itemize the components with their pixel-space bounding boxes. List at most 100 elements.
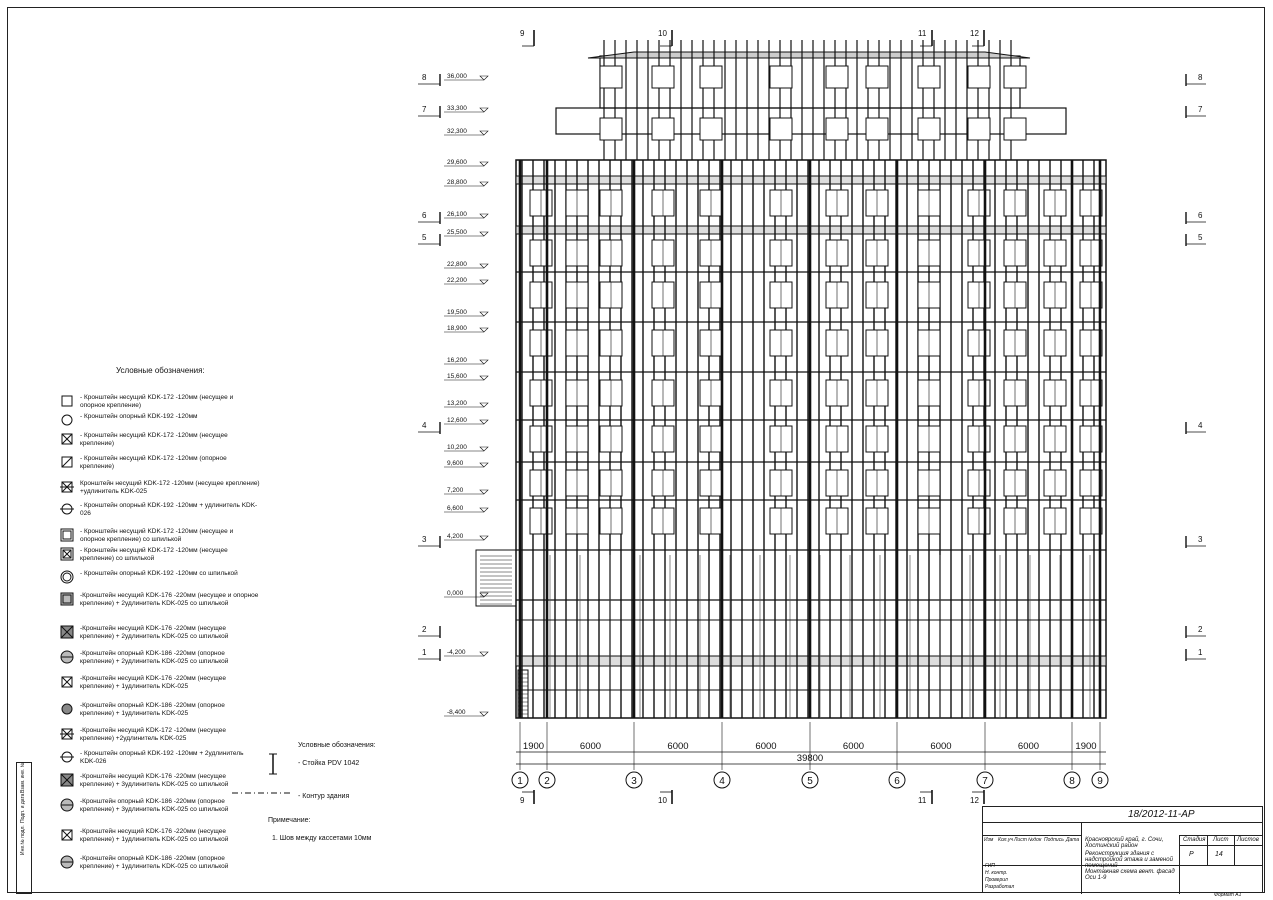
square-icon bbox=[60, 394, 74, 408]
elevation-triangle bbox=[479, 489, 489, 495]
legend-item-text: -Кронштейн несущий KDK-172 -120мм (несущ… bbox=[80, 727, 226, 742]
legend-item: -Кронштейн несущий KDK-176 -220мм (несущ… bbox=[60, 625, 260, 641]
axis-label: 8 bbox=[1069, 776, 1075, 787]
elevation-triangle bbox=[479, 75, 489, 81]
axis-label: 5 bbox=[807, 776, 813, 787]
tb-stage: Р bbox=[1189, 851, 1194, 858]
window bbox=[967, 117, 991, 141]
post-icon bbox=[269, 753, 277, 775]
span-dimension: 6000 bbox=[843, 741, 864, 752]
legend-item: -Кронштейн опорный KDK-186 -220мм (опорн… bbox=[60, 798, 260, 814]
format-label: Формат А1 bbox=[1214, 892, 1242, 898]
axis-label: 7 bbox=[982, 776, 988, 787]
axis-bubble bbox=[888, 771, 906, 789]
elevation-triangle bbox=[479, 181, 489, 187]
legend-item: Кронштейн несущий KDK-172 -120мм (несуще… bbox=[60, 480, 260, 496]
span-dimension: 6000 bbox=[755, 741, 776, 752]
legend-item-text: -Кронштейн опорный KDK-186 -220мм (опорн… bbox=[80, 650, 229, 665]
window bbox=[967, 65, 991, 89]
legend-title: Условные обозначения: bbox=[116, 366, 205, 375]
note-title: Примечание: bbox=[268, 817, 311, 824]
level-mark-left: 6 bbox=[422, 211, 427, 220]
window bbox=[825, 117, 849, 141]
axis-bubble bbox=[976, 771, 994, 789]
legend-item-text: - Кронштейн несущий KDK-172 -120мм (несу… bbox=[80, 432, 228, 447]
hatched-square-x-icon bbox=[60, 773, 74, 787]
legend-item-text: - Кронштейн несущий KDK-172 -120мм (опор… bbox=[80, 455, 227, 470]
span-dimension: 1900 bbox=[1075, 741, 1096, 752]
section-mark-top: 9 bbox=[520, 29, 525, 38]
elevation-label: 12,600 bbox=[447, 417, 467, 424]
tb-sheet: 14 bbox=[1215, 851, 1223, 858]
axis-label: 6 bbox=[894, 776, 900, 787]
drawing-code: 18/2012-11-АР bbox=[1128, 809, 1195, 820]
tb-header-cell: №док bbox=[1028, 837, 1042, 843]
entrance-canopy bbox=[475, 549, 517, 607]
window bbox=[599, 117, 623, 141]
axis-bubble bbox=[538, 771, 556, 789]
section-mark-bottom: 10 bbox=[658, 796, 667, 805]
tb-header-cell: Подпись bbox=[1044, 837, 1064, 843]
legend-item-text: -Кронштейн несущий KDK-176 -220мм (несущ… bbox=[80, 773, 229, 788]
elevation-triangle bbox=[479, 446, 489, 452]
tb-role-cell: Проверил bbox=[985, 877, 1008, 883]
elevation-triangle bbox=[479, 130, 489, 136]
level-mark-left: 2 bbox=[422, 625, 427, 634]
legend-item: -Кронштейн несущий KDK-176 -220мм (несущ… bbox=[60, 675, 260, 691]
legend-item-text: -Кронштейн несущий KDK-176 -220мм (несущ… bbox=[80, 675, 226, 690]
level-mark-right: 7 bbox=[1198, 105, 1203, 114]
legend-item: -Кронштейн несущий KDK-176 -220мм (несущ… bbox=[60, 773, 260, 789]
legend-item-text: - Кронштейн опорный KDK-192 -120мм bbox=[80, 413, 198, 420]
tb-header-cell: Лист bbox=[1014, 837, 1027, 843]
tb-role-cell: Разработал bbox=[985, 884, 1015, 890]
square-slash-icon bbox=[60, 455, 74, 469]
circle-icon bbox=[60, 413, 74, 427]
elevation-triangle bbox=[479, 279, 489, 285]
square-x-bar-icon bbox=[60, 727, 74, 741]
legend-item: -Кронштейн несущий KDK-176 -220мм (несущ… bbox=[60, 828, 260, 844]
legend-item: -Кронштейн несущий KDK-176 -220мм (несущ… bbox=[60, 592, 260, 608]
legend-item: -Кронштейн несущий KDK-172 -120мм (несущ… bbox=[60, 727, 260, 743]
elevation-triangle bbox=[479, 231, 489, 237]
legend-item: - Кронштейн опорный KDK-192 -120мм bbox=[60, 413, 260, 427]
legend2-item-contour: - Контур здания bbox=[298, 793, 350, 800]
elevation-label: 10,200 bbox=[447, 444, 467, 451]
window bbox=[699, 117, 723, 141]
legend-item-text: -Кронштейн опорный KDK-186 -220мм (опорн… bbox=[80, 702, 225, 717]
circle-bar-icon bbox=[60, 750, 74, 764]
elevation-label: 15,600 bbox=[447, 373, 467, 380]
legend-item-text: - Кронштейн несущий KDK-172 -120мм (несу… bbox=[80, 547, 228, 562]
elevation-triangle bbox=[479, 592, 489, 598]
legend-item-text: -Кронштейн несущий KDK-176 -220мм (несущ… bbox=[80, 592, 259, 607]
elevation-triangle bbox=[479, 327, 489, 333]
span-dimension: 6000 bbox=[1018, 741, 1039, 752]
elevation-label: 6,600 bbox=[447, 505, 464, 512]
level-mark-right: 2 bbox=[1198, 625, 1203, 634]
axis-label: 9 bbox=[1097, 776, 1103, 787]
tb-header-cell: Дата bbox=[1066, 837, 1080, 843]
elevation-triangle bbox=[479, 263, 489, 269]
total-dimension: 39800 bbox=[797, 753, 823, 764]
window bbox=[769, 65, 793, 89]
legend-item-text: Кронштейн несущий KDK-172 -120мм (несуще… bbox=[80, 480, 260, 495]
level-mark-right: 6 bbox=[1198, 211, 1203, 220]
circle-bar-icon bbox=[60, 502, 74, 516]
legend-item-text: - Кронштейн опорный KDK-192 -120мм со шп… bbox=[80, 570, 238, 577]
hatched-square-icon bbox=[60, 592, 74, 606]
tb-sheets-label: Листов bbox=[1237, 837, 1259, 843]
elevation-label: 36,000 bbox=[447, 73, 467, 80]
level-mark-left: 5 bbox=[422, 233, 427, 242]
span-dimension: 6000 bbox=[930, 741, 951, 752]
building-contour-icon bbox=[232, 792, 292, 794]
level-mark-left: 3 bbox=[422, 535, 427, 544]
filled-circle-icon bbox=[60, 702, 74, 716]
square-x-icon bbox=[60, 828, 74, 842]
tb-sheet-label: Лист bbox=[1213, 837, 1229, 843]
legend-item: -Кронштейн опорный KDK-186 -220мм (опорн… bbox=[60, 855, 260, 871]
level-mark-left: 1 bbox=[422, 648, 427, 657]
legend-item: -Кронштейн опорный KDK-186 -220мм (опорн… bbox=[60, 650, 260, 666]
axis-bubble bbox=[1063, 771, 1081, 789]
elevation-triangle bbox=[479, 161, 489, 167]
elevation-label: -8,400 bbox=[447, 709, 466, 716]
window bbox=[769, 117, 793, 141]
